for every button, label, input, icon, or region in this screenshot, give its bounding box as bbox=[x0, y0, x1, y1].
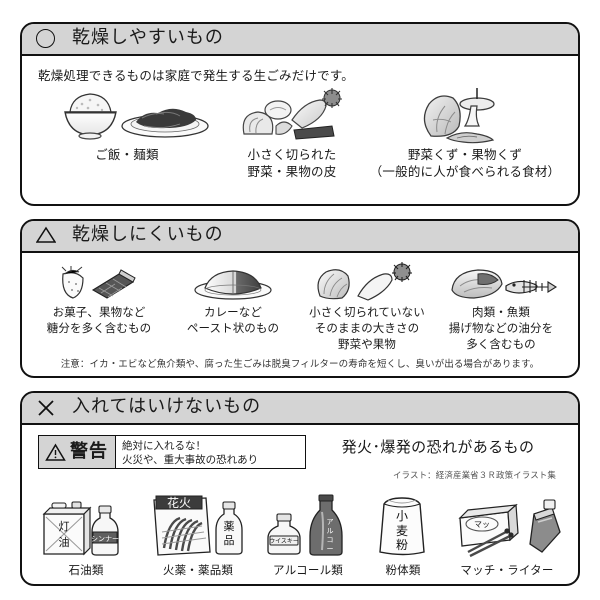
caution-note: 注意：イカ・エビなど魚介類や、腐った生ごみは脱臭フィルターの寿命を短くし、臭いが… bbox=[60, 359, 540, 370]
svg-text:ア: ア bbox=[327, 518, 334, 526]
list-item: 小さく切られた 野菜・果物の皮 bbox=[222, 86, 362, 181]
item-caption-line1: 小さく切られた bbox=[247, 147, 337, 162]
chopped-vegetables-illustration bbox=[222, 86, 362, 144]
svg-text:ー: ー bbox=[327, 545, 334, 553]
svg-text:灯: 灯 bbox=[59, 520, 70, 533]
item-caption-line2: （一般的に人が食べられる食材） bbox=[369, 163, 561, 179]
item-caption: 石油類 bbox=[68, 563, 104, 577]
item-caption: 肉類・魚類 揚げ物などの油分を 多く含むもの bbox=[449, 305, 553, 353]
matches-and-lighter-illustration: マッ bbox=[452, 494, 562, 558]
section-title: 入れてはいけないもの bbox=[72, 396, 262, 417]
hard-to-dry-item-list: お菓子、果物など 糖分を多く含むもの bbox=[32, 260, 568, 354]
item-caption-line2: ペースト状のもの bbox=[186, 320, 280, 335]
item-caption-line2: そのままの大きさの bbox=[314, 320, 420, 335]
section-header-hard-to-dry: 乾燥しにくいもの bbox=[22, 221, 578, 253]
svg-text:花火: 花火 bbox=[167, 495, 191, 510]
list-item: 灯 油 シンナー 石油類 bbox=[38, 494, 134, 578]
list-item: 小 麦 粉 粉体類 bbox=[368, 494, 438, 578]
list-item: お菓子、果物など 糖分を多く含むもの bbox=[32, 260, 166, 337]
item-caption-line1: 小さく切られていない bbox=[309, 305, 425, 319]
list-item: マッ マッチ・ライター bbox=[452, 494, 562, 578]
svg-text:コ: コ bbox=[327, 536, 334, 544]
item-caption-line2: 揚げ物などの油分を bbox=[448, 320, 554, 335]
item-caption: 火薬・薬品類 bbox=[162, 563, 234, 577]
section-body-dryable: 乾燥処理できるものは家庭で発生する生ごみだけです。 bbox=[22, 56, 578, 204]
svg-text:ル: ル bbox=[327, 527, 334, 535]
section-header-dryable: 乾燥しやすいもの bbox=[22, 24, 578, 56]
list-item: 野菜くず・果物くず （一般的に人が食べられる食材） bbox=[362, 86, 568, 181]
triangle-icon bbox=[36, 226, 56, 246]
svg-text:シンナー: シンナー bbox=[91, 535, 119, 543]
section-forbidden: 入れてはいけないもの 警告 bbox=[20, 391, 580, 586]
warning-text-line2: 火災や、重大事故の恐れあり bbox=[122, 454, 259, 466]
item-caption-line1: お菓子、果物など bbox=[52, 305, 146, 319]
dryable-item-list: ご飯・麺類 bbox=[32, 86, 568, 198]
alcohol-bottles-illustration: ウイスキー ア ル コ ー bbox=[262, 494, 354, 558]
kerosene-can-and-thinner-bottle-illustration: 灯 油 シンナー bbox=[38, 494, 134, 558]
dryable-lead-text: 乾燥処理できるものは家庭で発生する生ごみだけです。 bbox=[38, 68, 355, 83]
item-caption: 粉体類 bbox=[385, 563, 421, 577]
list-item: 花火 bbox=[148, 494, 248, 578]
item-caption: 野菜くず・果物くず （一般的に人が食べられる食材） bbox=[370, 147, 561, 181]
forbidden-top-row: 警告 絶対に入れるな！ 火災や、重大事故の恐れあり 発火･爆発の恐れがあるもの … bbox=[32, 432, 568, 481]
section-hard-to-dry: 乾燥しにくいもの bbox=[20, 219, 580, 378]
item-caption-line1: ご飯・麺類 bbox=[95, 147, 159, 162]
item-caption: 小さく切られた 野菜・果物の皮 bbox=[248, 147, 337, 181]
svg-text:麦: 麦 bbox=[396, 524, 408, 538]
section-body-forbidden: 警告 絶対に入れるな！ 火災や、重大事故の恐れあり 発火･爆発の恐れがあるもの … bbox=[22, 425, 578, 584]
forbidden-heading-area: 発火･爆発の恐れがあるもの イラスト：経済産業省３Ｒ政策イラスト集 bbox=[306, 435, 564, 481]
section-dryable: 乾燥しやすいもの 乾燥処理できるものは家庭で発生する生ごみだけです。 bbox=[20, 22, 580, 206]
list-item: 肉類・魚類 揚げ物などの油分を 多く含むもの bbox=[434, 260, 568, 353]
item-caption: マッチ・ライター bbox=[460, 563, 554, 577]
warning-label: 警告 bbox=[70, 441, 108, 462]
svg-text:品: 品 bbox=[224, 534, 235, 547]
curry-plate-illustration bbox=[183, 260, 283, 302]
vegetable-scraps-illustration bbox=[405, 86, 525, 144]
svg-text:薬: 薬 bbox=[224, 520, 235, 533]
whole-vegetables-illustration bbox=[312, 260, 422, 302]
warning-box: 警告 絶対に入れるな！ 火災や、重大事故の恐れあり bbox=[38, 435, 306, 469]
forbidden-heading: 発火･爆発の恐れがあるもの bbox=[341, 438, 535, 456]
svg-text:小: 小 bbox=[396, 509, 408, 523]
svg-text:油: 油 bbox=[59, 535, 70, 549]
item-caption: アルコール類 bbox=[273, 563, 343, 577]
item-caption-line2: 糖分を多く含むもの bbox=[46, 320, 152, 335]
warning-text-line1: 絶対に入れるな！ bbox=[122, 439, 206, 452]
section-title: 乾燥しやすいもの bbox=[72, 27, 224, 48]
item-caption-line1: カレーなど bbox=[203, 305, 262, 319]
svg-text:ウイスキー: ウイスキー bbox=[269, 537, 299, 545]
item-caption-line3: 野菜や果物 bbox=[338, 336, 396, 351]
flour-bag-illustration: 小 麦 粉 bbox=[368, 494, 438, 558]
forbidden-item-list: 灯 油 シンナー 石油類 bbox=[32, 483, 568, 578]
item-caption: カレーなど ペースト状のもの bbox=[187, 305, 279, 337]
item-caption-line1: 肉類・魚類 bbox=[472, 305, 530, 319]
section-title: 乾燥しにくいもの bbox=[72, 224, 224, 245]
circle-icon bbox=[36, 29, 56, 49]
item-caption: 小さく切られていない そのままの大きさの 野菜や果物 bbox=[309, 305, 425, 353]
illustration-credit: イラスト：経済産業省３Ｒ政策イラスト集 bbox=[392, 471, 556, 481]
fireworks-and-chemical-bottle-illustration: 花火 bbox=[148, 494, 248, 558]
warning-label-area: 警告 bbox=[39, 436, 116, 468]
section-body-hard-to-dry: お菓子、果物など 糖分を多く含むもの bbox=[22, 253, 578, 376]
item-caption-line1: 野菜くず・果物くず bbox=[407, 147, 523, 162]
item-caption-line3: 多く含むもの bbox=[466, 336, 536, 351]
list-item: 小さく切られていない そのままの大きさの 野菜や果物 bbox=[300, 260, 434, 353]
meat-and-fish-illustration bbox=[444, 260, 559, 302]
warning-text: 絶対に入れるな！ 火災や、重大事故の恐れあり bbox=[116, 436, 264, 468]
item-caption: ご飯・麺類 bbox=[95, 147, 159, 164]
section-header-forbidden: 入れてはいけないもの bbox=[22, 393, 578, 425]
cross-icon bbox=[36, 398, 56, 418]
sweets-and-fruit-illustration bbox=[49, 260, 149, 302]
list-item: ご飯・麺類 bbox=[32, 86, 222, 164]
list-item: ウイスキー ア ル コ ー アルコール類 bbox=[262, 494, 354, 578]
item-caption: お菓子、果物など 糖分を多く含むもの bbox=[47, 305, 151, 337]
warning-triangle-icon bbox=[45, 443, 66, 462]
list-item: カレーなど ペースト状のもの bbox=[166, 260, 300, 337]
svg-text:粉: 粉 bbox=[396, 538, 408, 552]
item-caption-line2: 野菜・果物の皮 bbox=[247, 163, 337, 179]
svg-text:マッ: マッ bbox=[474, 520, 490, 529]
rice-bowl-and-noodles-illustration bbox=[32, 86, 222, 144]
